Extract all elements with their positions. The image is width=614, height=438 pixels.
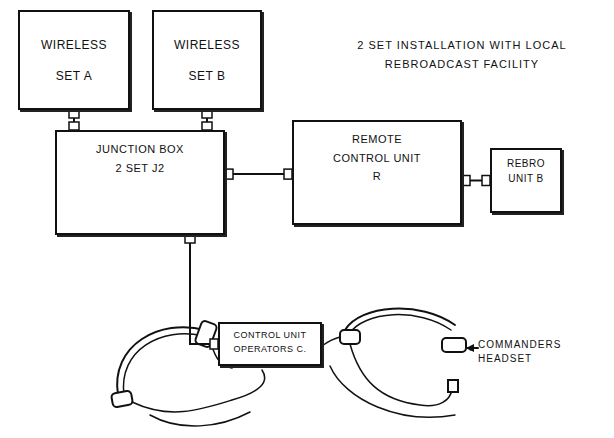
plug <box>284 169 292 179</box>
cable <box>462 176 490 186</box>
cord <box>322 337 340 346</box>
wireless-set-box: WIRELESS SET B <box>152 10 262 110</box>
cord <box>150 412 250 426</box>
cable <box>225 169 292 179</box>
box-label: WIRELESS SET B <box>171 30 243 92</box>
earcup <box>442 338 466 352</box>
plug <box>225 169 233 179</box>
cable-line <box>190 235 218 344</box>
plug <box>69 110 79 118</box>
cable-line <box>225 173 292 175</box>
callout-label: COMMANDERS HEADSET <box>478 338 578 366</box>
cable <box>69 110 79 130</box>
box-label: REBRO UNIT B <box>499 156 553 186</box>
wireless-set-box: WIRELESS SET A <box>18 10 130 110</box>
plug <box>202 110 212 118</box>
headband <box>117 327 205 395</box>
cable <box>202 110 212 130</box>
remote-control-unit: REMOTE CONTROL UNIT R <box>292 120 462 225</box>
diagram-title: 2 SET INSTALLATION WITH LOCAL REBROADCAS… <box>322 36 602 73</box>
plug <box>185 235 195 243</box>
cord <box>330 366 455 417</box>
cord <box>350 344 452 406</box>
leader-line <box>474 347 478 349</box>
plug <box>69 122 79 130</box>
box-label: CONTROL UNIT OPERATORS C. <box>226 329 314 356</box>
control-unit-box: CONTROL UNIT OPERATORS C. <box>218 322 322 366</box>
earcup <box>111 390 133 407</box>
box-label: JUNCTION BOX 2 SET J2 <box>96 140 184 177</box>
plug <box>462 176 470 186</box>
plug <box>482 176 490 186</box>
box-label: REMOTE CONTROL UNIT R <box>331 130 423 186</box>
arrowhead <box>466 344 474 352</box>
headband <box>349 315 451 334</box>
headband <box>345 309 455 330</box>
box-label: WIRELESS SET A <box>38 30 110 92</box>
cable <box>185 235 218 349</box>
junction-box: JUNCTION BOX 2 SET J2 <box>55 130 225 235</box>
rebro-unit: REBRO UNIT B <box>490 148 562 213</box>
earcup <box>340 330 360 344</box>
cord <box>132 370 265 412</box>
headband <box>123 334 203 395</box>
plug <box>210 339 218 349</box>
plug <box>202 122 212 130</box>
plug <box>448 380 458 392</box>
